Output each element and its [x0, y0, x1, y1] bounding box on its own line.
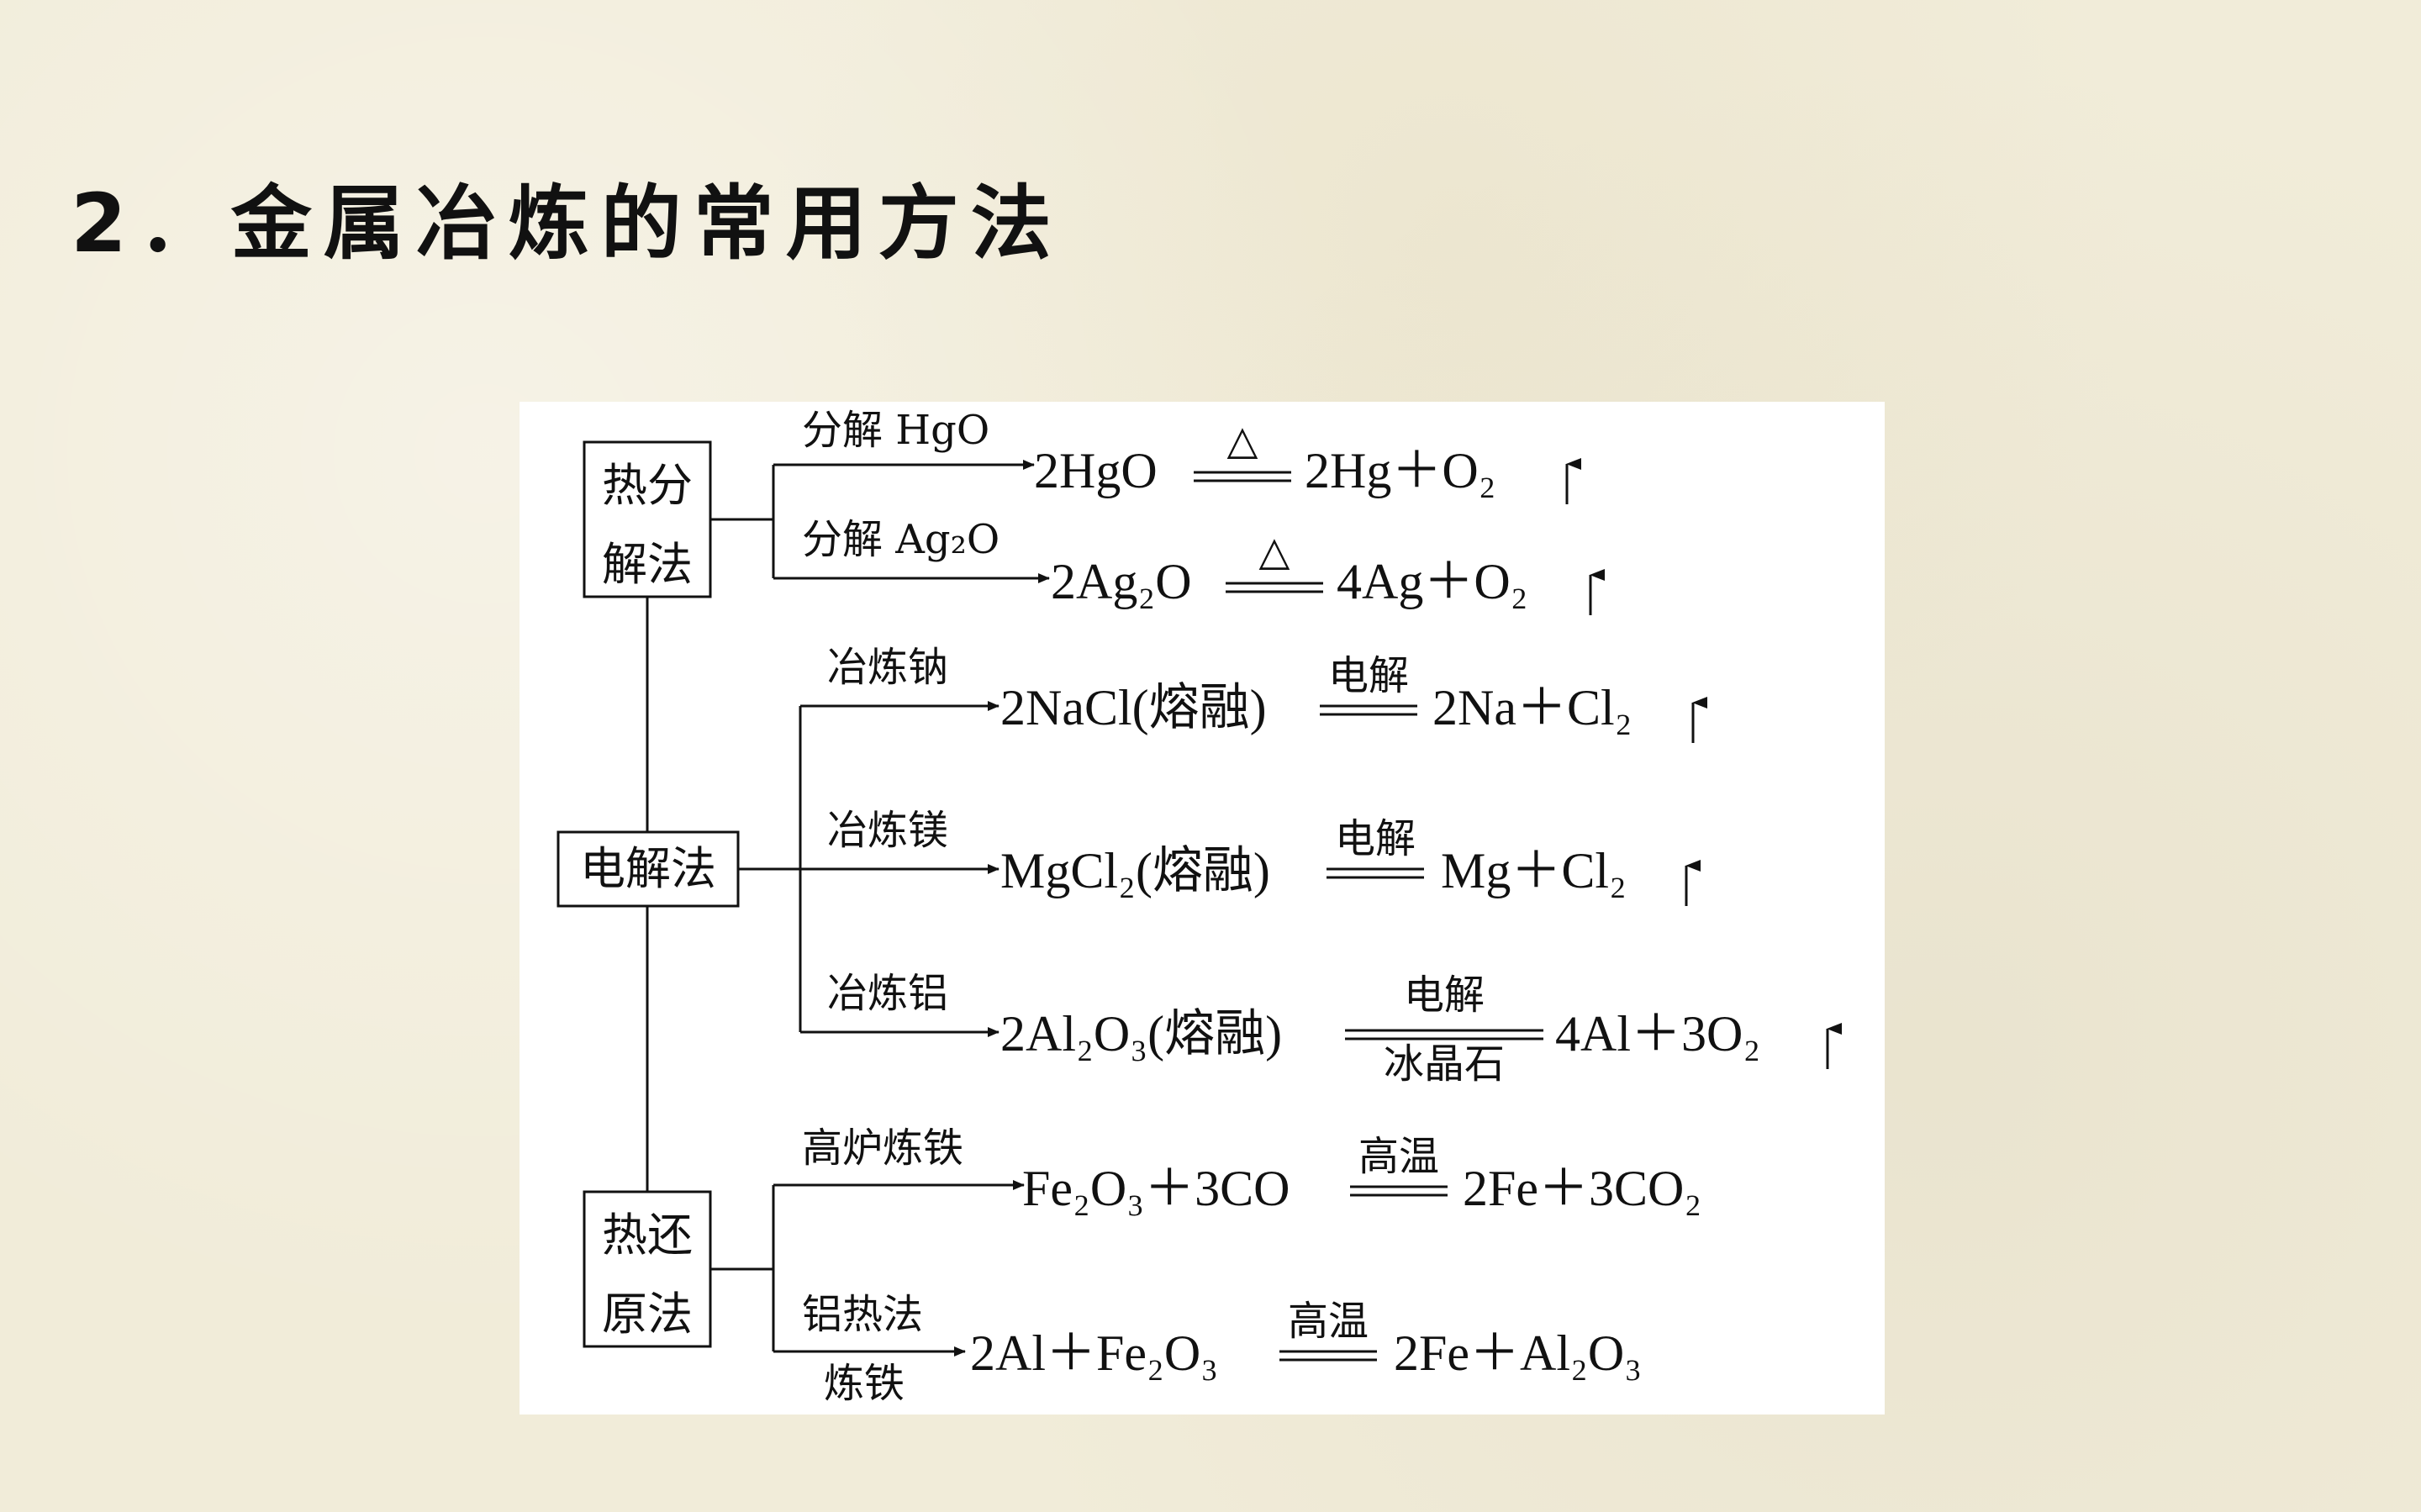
- equation-lhs-ag2o: 2Ag₂O: [1051, 554, 1192, 609]
- category-line-2: 解法: [602, 538, 693, 591]
- equation-rhs-hgo: 2Hg＋O₂: [1305, 443, 1496, 498]
- branch-label-mg: 冶炼镁: [827, 807, 948, 854]
- equation-rhs-mg: Mg＋Cl₂: [1441, 843, 1627, 898]
- category-label: 电解法: [580, 842, 716, 895]
- metal-smelting-diagram: 热分 解法 电解法 热还 原法 分解 HgO 2HgO △ 2Hg＋O₂ 分解 …: [520, 402, 1885, 1415]
- condition-electrolysis: 电解: [1335, 815, 1416, 862]
- equation-rhs-thermite: 2Fe＋Al₂O₃: [1394, 1325, 1642, 1381]
- equation-rhs-na: 2Na＋Cl₂: [1432, 680, 1632, 735]
- branch-label-ag2o: 分解 Ag₂O: [802, 516, 1000, 563]
- equation-rhs-al: 4Al＋3O₂: [1555, 1006, 1760, 1062]
- category-line-1: 热还: [602, 1209, 693, 1262]
- condition-high-temp: 高温: [1288, 1298, 1369, 1345]
- category-line-1: 热分: [602, 459, 693, 512]
- equation-lhs-thermite: 2Al＋Fe₂O₃: [970, 1325, 1218, 1381]
- condition-high-temp: 高温: [1358, 1133, 1439, 1180]
- equation-lhs-fe-blast: Fe₂O₃＋3CO: [1022, 1161, 1290, 1216]
- category-box-electrolysis: 电解法: [556, 830, 740, 908]
- branch-label-thermite-bottom: 炼铁: [824, 1360, 905, 1407]
- branch-label-thermite-top: 铝热法: [802, 1291, 923, 1338]
- branch-label-na: 冶炼钠: [827, 644, 948, 691]
- branch-label-hgo: 分解 HgO: [802, 407, 989, 454]
- branch-label-blast-furnace: 高炉炼铁: [802, 1125, 963, 1172]
- equation-rhs-ag2o: 4Ag＋O₂: [1337, 554, 1528, 609]
- branch-label-al: 冶炼铝: [827, 970, 948, 1017]
- page-title: 2．金属冶炼的常用方法: [71, 176, 1063, 271]
- equation-lhs-al: 2Al₂O₃(熔融): [1000, 1006, 1282, 1062]
- category-box-thermal-reduction: 热还 原法: [583, 1190, 712, 1348]
- equation-rhs-fe-blast: 2Fe＋3CO₂: [1463, 1161, 1701, 1216]
- equation-lhs-na: 2NaCl(熔融): [1000, 680, 1267, 735]
- condition-electrolysis: 电解: [1328, 652, 1409, 699]
- condition-heat: △: [1227, 417, 1258, 464]
- condition-electrolysis: 电解: [1404, 972, 1485, 1019]
- condition-cryolite: 冰晶石: [1384, 1040, 1505, 1088]
- category-line-2: 原法: [602, 1288, 693, 1341]
- condition-heat: △: [1259, 528, 1290, 575]
- equation-lhs-hgo: 2HgO: [1034, 443, 1158, 498]
- equation-lhs-mg: MgCl₂(熔融): [1000, 843, 1270, 898]
- category-box-thermal-decomposition: 热分 解法: [583, 440, 712, 598]
